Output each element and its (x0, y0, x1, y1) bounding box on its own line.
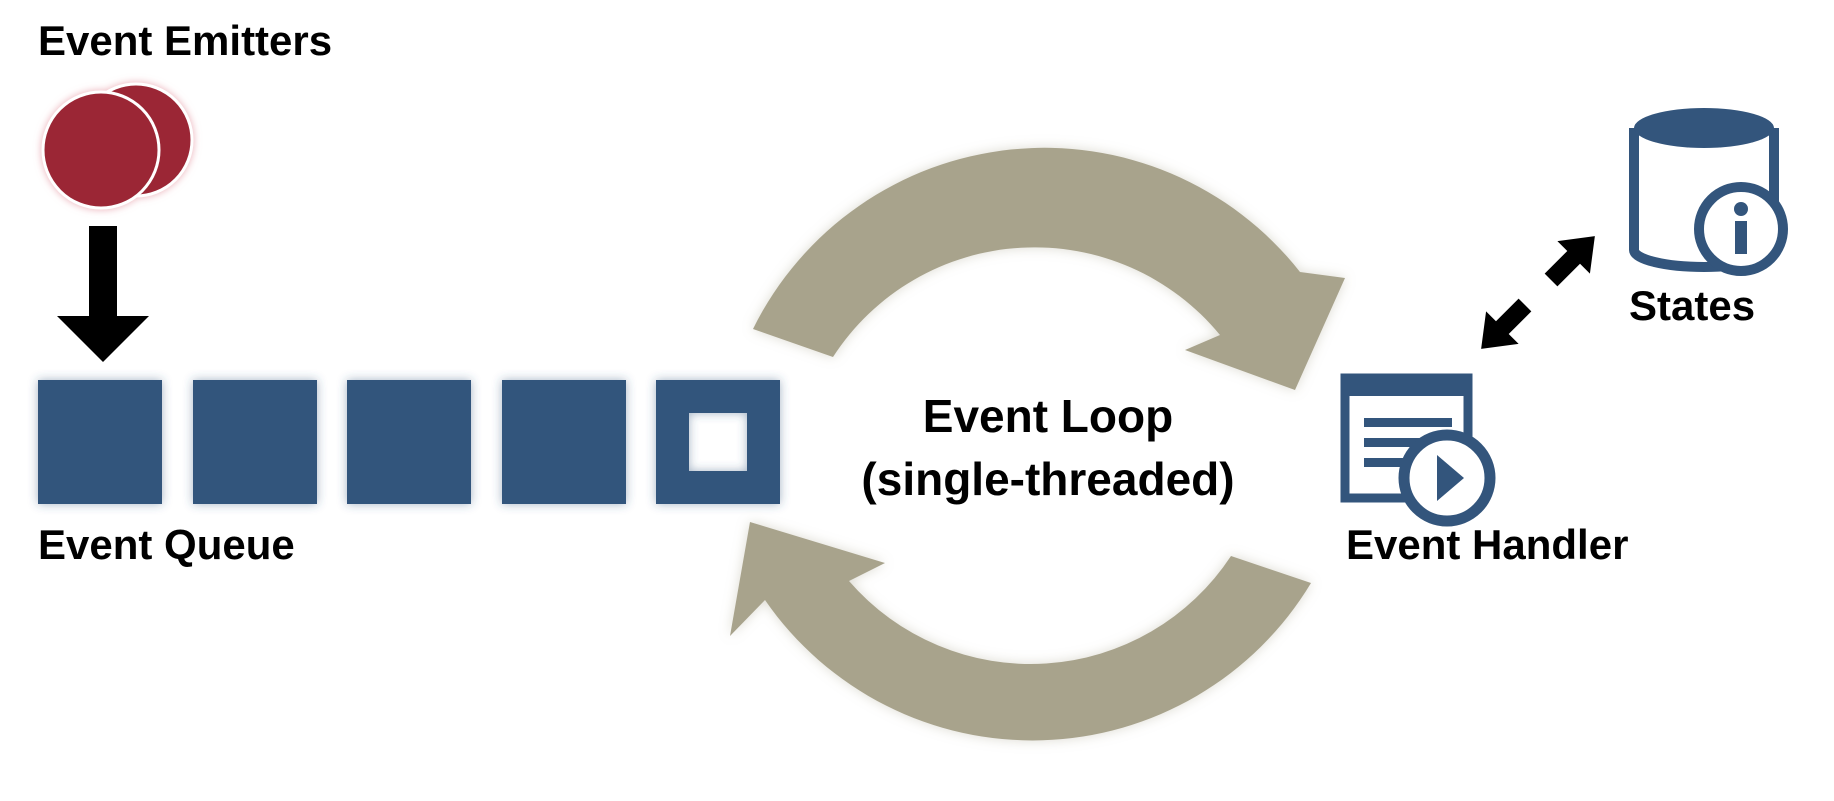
loop-arrows (730, 147, 1345, 741)
document-play-icon (1340, 373, 1496, 527)
queue-slot (38, 380, 162, 504)
loop-sublabel: (single-threaded) (861, 453, 1234, 505)
queue-slot (502, 380, 626, 504)
stacked-circles-icon (41, 82, 194, 210)
emitters-label: Event Emitters (38, 17, 332, 64)
queue-slot-empty (656, 380, 780, 504)
event-queue (38, 380, 780, 504)
queue-slot (347, 380, 471, 504)
handler-state-arrows (1481, 236, 1595, 349)
loop-arrow-bottom (730, 522, 1311, 741)
handler-label: Event Handler (1346, 521, 1628, 568)
loop-arrow-top (753, 147, 1345, 390)
queue-label: Event Queue (38, 521, 295, 568)
queue-slot (193, 380, 317, 504)
emit-arrow (57, 226, 149, 362)
database-info-icon (1629, 108, 1788, 276)
loop-label: Event Loop (923, 390, 1173, 442)
states-label: States (1629, 282, 1755, 329)
